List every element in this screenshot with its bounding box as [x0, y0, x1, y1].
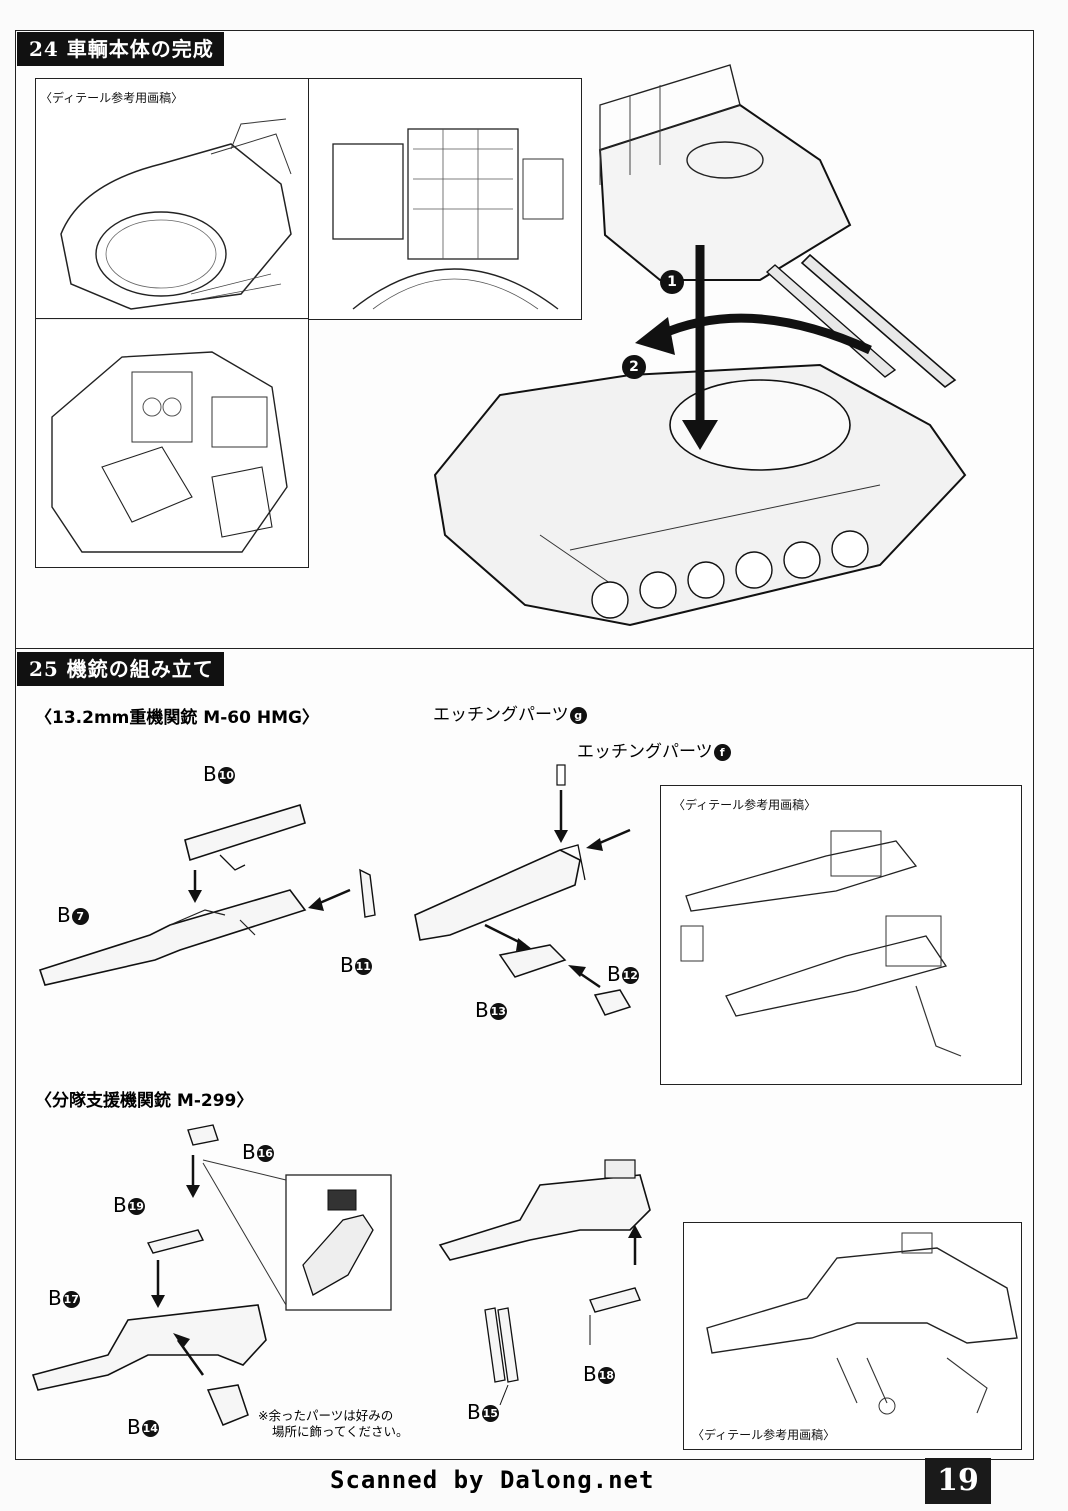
- etching-f-badge: f: [713, 743, 731, 761]
- turret-ring: [669, 379, 851, 471]
- hmg-detail-label: 〈ディテール参考用画稿〉: [673, 798, 817, 812]
- hmg-subtitle: 〈13.2mm重機関銃 M-60 HMG〉: [35, 708, 319, 728]
- main-gun-barrel: [800, 253, 957, 389]
- detail-box-cockpit: [35, 318, 309, 568]
- detail-box-label: 〈ディテール参考用画稿〉: [40, 91, 184, 105]
- arrow-rotate: [658, 313, 872, 355]
- hmg-parts-illustration: [38, 764, 632, 1016]
- step-badge-1: 1: [660, 270, 684, 294]
- section-24-title: 24 車輌本体の完成: [17, 32, 224, 66]
- lmg-assembly-illustration: [438, 1159, 651, 1406]
- lmg-detail-box: 〈ディテール参考用画稿〉: [683, 1222, 1022, 1450]
- section-divider: [15, 648, 1034, 649]
- tank-assembly-illustration: [433, 64, 967, 627]
- hmg-detail-sketch: [680, 830, 962, 1057]
- etching-g-badge: g: [569, 706, 587, 724]
- lmg-subtitle: 〈分隊支援機関銃 M-299〉: [35, 1091, 254, 1111]
- lmg-parts-illustration: [31, 1124, 392, 1426]
- lmg-detail-label: 〈ディテール参考用画稿〉: [692, 1428, 836, 1442]
- leftover-parts-note: ※余ったパーツは好みの 場所に飾ってください。: [258, 1408, 409, 1439]
- turret-interior-sketch: [332, 128, 564, 310]
- turret-shell-sketch: [60, 118, 292, 310]
- cockpit-interior-sketch: [51, 351, 288, 553]
- detail-divider-vertical: [308, 79, 309, 319]
- hmg-detail-box: 〈ディテール参考用画稿〉: [660, 785, 1022, 1085]
- turret-outline: [598, 103, 852, 281]
- detail-box-turret-top: 〈ディテール参考用画稿〉: [35, 78, 582, 320]
- lmg-detail-sketch: [706, 1232, 1018, 1415]
- section-25-title: 25 機銃の組み立て: [17, 652, 224, 686]
- scanned-by-watermark: Scanned by Dalong.net: [330, 1466, 655, 1494]
- page-number: 19: [925, 1458, 991, 1504]
- step-badge-2: 2: [622, 355, 646, 379]
